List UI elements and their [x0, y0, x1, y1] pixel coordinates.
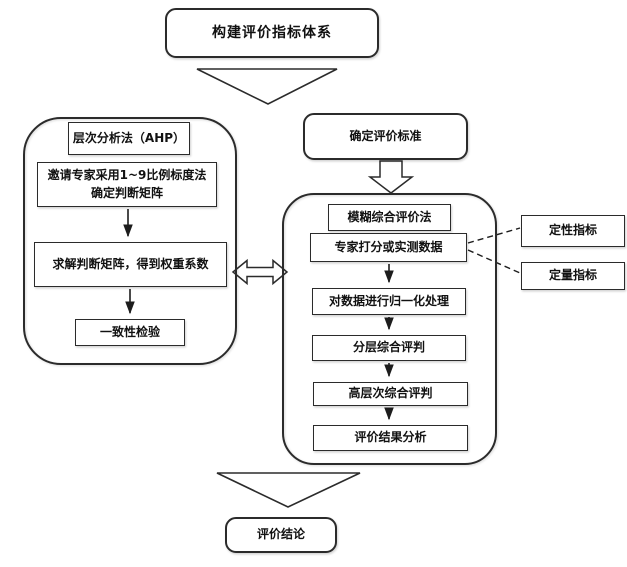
node-ahp-step-solve-weights-label: 求解判断矩阵，得到权重系数 — [52, 256, 209, 271]
node-fuzzy-step-result-analysis: 评价结果分析 — [313, 425, 468, 451]
node-fuzzy-step-highlevel-judgment: 高层次综合评判 — [313, 382, 468, 406]
flow-triangle-top — [196, 68, 338, 105]
node-evaluation-conclusion: 评价结论 — [225, 517, 337, 553]
node-qualitative-indicator: 定性指标 — [521, 215, 625, 247]
node-build-index-system-label: 构建评价指标体系 — [212, 24, 332, 41]
node-build-index-system: 构建评价指标体系 — [165, 8, 379, 58]
node-determine-criteria: 确定评价标准 — [303, 113, 468, 160]
node-fuzzy-step-normalize-label: 对数据进行归一化处理 — [328, 293, 449, 308]
node-qualitative-indicator-label: 定性指标 — [548, 223, 597, 238]
node-ahp-step-consistency-check-label: 一致性检验 — [99, 324, 160, 339]
node-fuzzy-step-normalize: 对数据进行归一化处理 — [312, 288, 466, 315]
fuzzy-container — [282, 193, 497, 465]
double-arrow-icon — [231, 258, 289, 286]
node-fuzzy-title-label: 模糊综合评价法 — [347, 209, 432, 224]
node-fuzzy-step-highlevel-judgment-label: 高层次综合评判 — [348, 386, 433, 401]
node-evaluation-conclusion-label: 评价结论 — [256, 527, 305, 542]
node-fuzzy-step-layered-judgment-label: 分层综合评判 — [352, 340, 425, 355]
block-down-arrow-icon — [367, 160, 415, 194]
node-ahp-title: 层次分析法（AHP） — [68, 122, 190, 155]
node-ahp-step-solve-weights: 求解判断矩阵，得到权重系数 — [34, 242, 227, 287]
node-quantitative-indicator: 定量指标 — [521, 262, 625, 290]
node-fuzzy-step-expert-data: 专家打分或实测数据 — [310, 233, 467, 262]
node-fuzzy-title: 模糊综合评价法 — [328, 204, 451, 231]
node-ahp-step-judgment-matrix-label: 邀请专家采用1~9比例标度法确定判断矩阵 — [47, 168, 207, 200]
node-ahp-title-label: 层次分析法（AHP） — [72, 130, 186, 145]
node-fuzzy-step-result-analysis-label: 评价结果分析 — [354, 430, 427, 445]
node-fuzzy-step-layered-judgment: 分层综合评判 — [312, 335, 466, 361]
node-fuzzy-step-expert-data-label: 专家打分或实测数据 — [334, 239, 443, 254]
flow-triangle-bottom — [216, 472, 361, 508]
ahp-container — [23, 117, 237, 365]
node-ahp-step-consistency-check: 一致性检验 — [75, 319, 185, 346]
node-determine-criteria-label: 确定评价标准 — [349, 128, 422, 143]
node-ahp-step-judgment-matrix: 邀请专家采用1~9比例标度法确定判断矩阵 — [37, 162, 217, 207]
node-quantitative-indicator-label: 定量指标 — [548, 268, 597, 283]
